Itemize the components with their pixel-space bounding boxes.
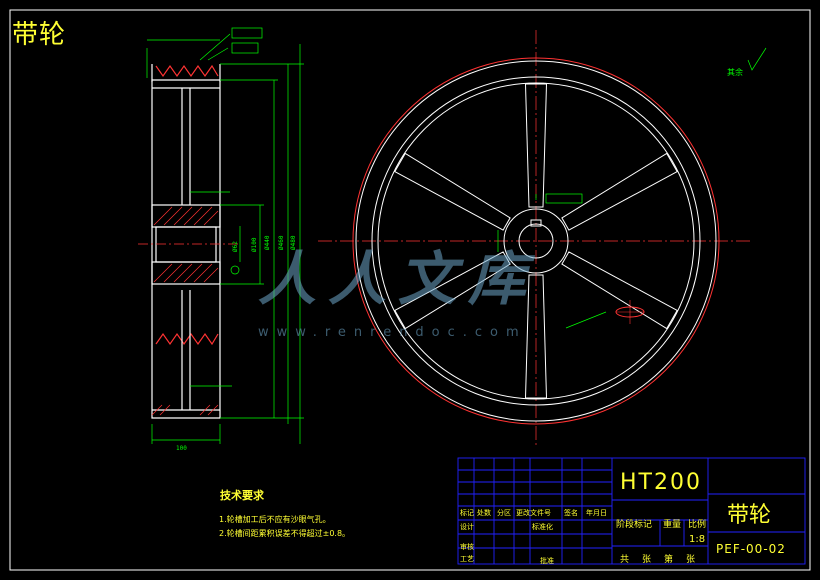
roughness-note: 其余 <box>727 68 743 77</box>
title-block-grid <box>457 457 806 565</box>
tb-header-mark: 标记 <box>460 509 474 517</box>
tb-row-standard: 标准化 <box>532 523 553 531</box>
tb-scale-label: 比例 <box>688 520 707 530</box>
tb-row-review: 审核 <box>460 543 474 551</box>
tech-requirement-1: 1.轮槽加工后不应有沙眼气孔。 <box>219 515 331 524</box>
tb-header-sign: 签名 <box>564 509 578 517</box>
watermark-url: www.renrendoc.com <box>258 325 527 340</box>
section-dim-text: Ø480 Ø460 Ø440 Ø100 Ø62 100 <box>176 235 297 452</box>
watermark-text: 人人文库 <box>258 245 539 313</box>
tb-sheet-total: 共 <box>620 555 630 565</box>
tb-weight: 重量 <box>663 520 682 530</box>
svg-text:Ø100: Ø100 <box>251 237 258 252</box>
tech-requirement-2: 2.轮槽间距累积误差不得超过±0.8。 <box>219 529 351 538</box>
svg-text:Ø480: Ø480 <box>290 235 297 250</box>
tb-row-process: 工艺 <box>460 555 474 563</box>
svg-text:Ø62: Ø62 <box>232 241 239 252</box>
tb-sheet-unit-2: 张 <box>686 555 696 565</box>
spoke <box>394 251 511 330</box>
spoke <box>524 83 548 208</box>
tb-header-change: 更改文件号 <box>516 509 551 517</box>
tb-row-design: 设计 <box>460 523 474 531</box>
spokes <box>394 83 678 399</box>
front-annotations <box>497 47 767 329</box>
tb-sheet-no: 第 <box>664 555 674 565</box>
spoke <box>394 152 511 231</box>
spoke <box>561 152 678 231</box>
svg-text:100: 100 <box>176 445 187 452</box>
svg-text:Ø460: Ø460 <box>278 235 285 250</box>
tb-header-count: 处数 <box>477 509 491 517</box>
svg-text:Ø440: Ø440 <box>264 235 271 250</box>
section-dimensions <box>146 27 304 444</box>
tb-header-zone: 分区 <box>497 509 511 517</box>
front-view <box>318 30 752 448</box>
tb-row-approve: 批准 <box>540 557 554 565</box>
tb-material: HT200 <box>620 470 702 495</box>
tb-scale-value: 1:8 <box>689 534 706 545</box>
corner-title: 带轮 <box>12 20 67 50</box>
tech-requirements-title: 技术要求 <box>220 489 264 502</box>
tb-stage-mark: 阶段标记 <box>616 520 653 530</box>
drawing-frame <box>9 9 811 571</box>
tb-sheet-unit-1: 张 <box>642 555 652 565</box>
tb-drawing-no: PEF-00-02 <box>716 542 786 556</box>
hub-hatching <box>151 206 219 416</box>
tb-part-name: 带轮 <box>727 503 772 528</box>
tb-header-date: 年月日 <box>586 509 607 517</box>
spoke <box>524 274 548 399</box>
section-view <box>151 64 221 419</box>
spoke <box>561 251 678 330</box>
spoke-section <box>615 300 645 324</box>
